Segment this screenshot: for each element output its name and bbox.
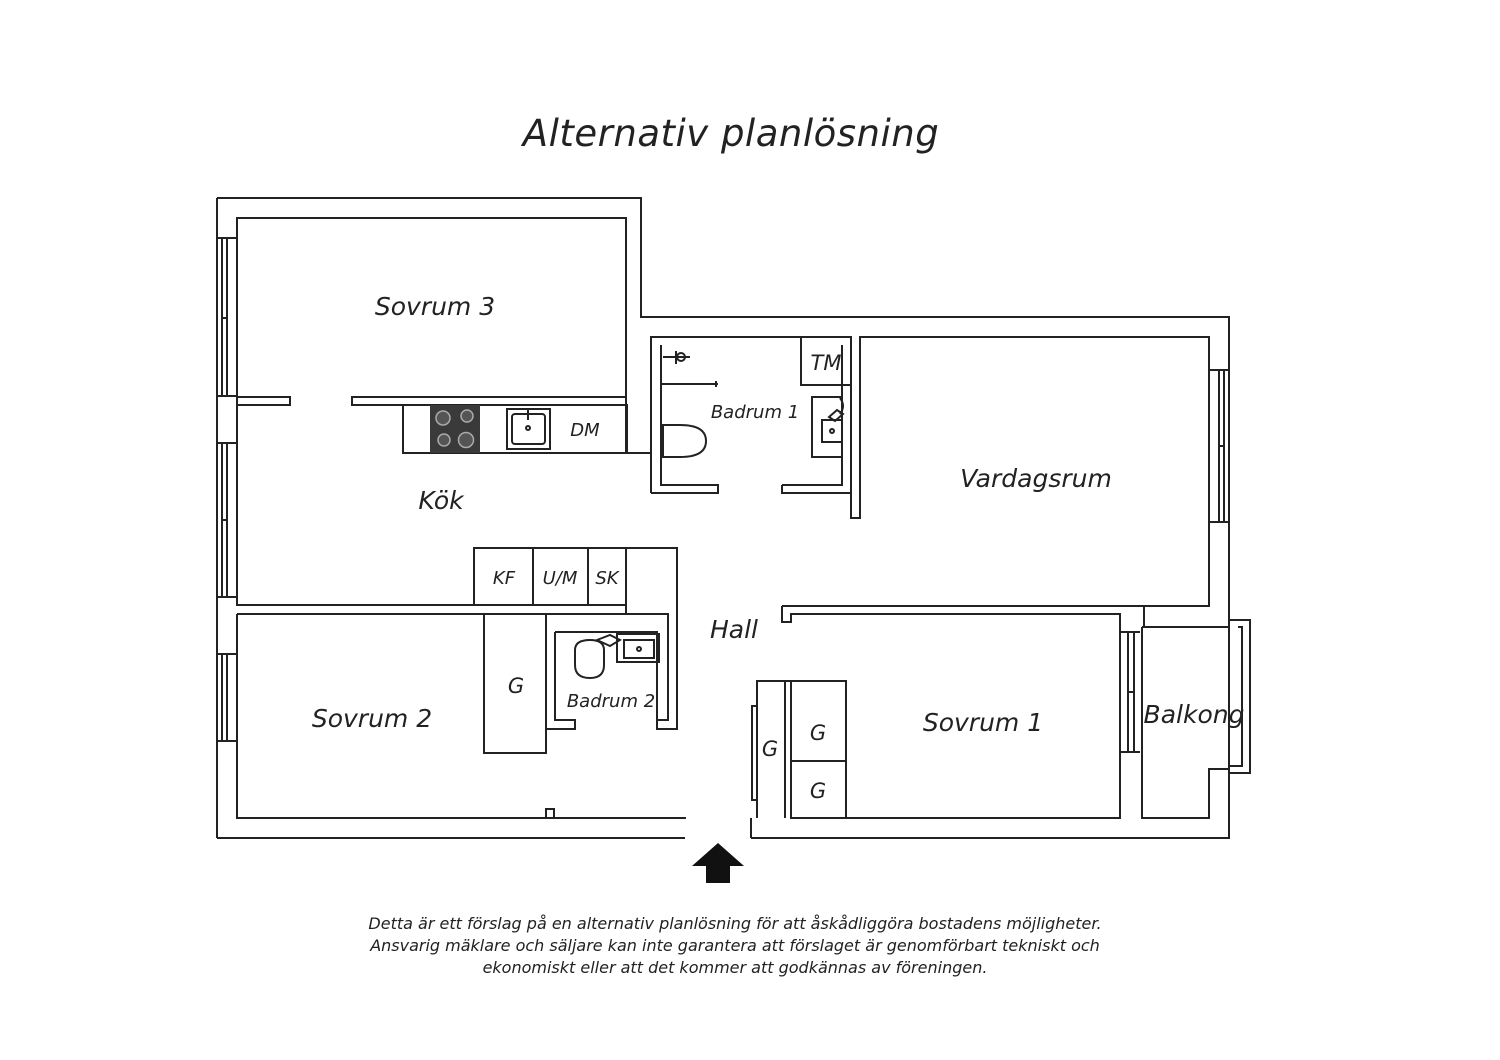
label-sovrum3: Sovrum 3: [375, 292, 495, 321]
label-g-sovrum1-top: G: [810, 721, 826, 745]
label-hall: Hall: [710, 615, 758, 644]
label-vardagsrum: Vardagsrum: [960, 464, 1112, 493]
disclaimer: Detta är ett förslag på en alternativ pl…: [330, 913, 1140, 979]
shower-badrum1: [661, 351, 718, 387]
windows: [217, 237, 1229, 801]
wardrobe-sovrum1-bottom: [790, 760, 847, 819]
walls: [216, 197, 1251, 839]
disclaimer-line-2: Ansvarig mäklare och säljare kan inte ga…: [370, 936, 1100, 955]
disclaimer-line-1: Detta är ett förslag på en alternativ pl…: [368, 914, 1102, 933]
label-badrum2: Badrum 2: [567, 691, 655, 712]
stove: [430, 405, 480, 453]
label-kf: KF: [493, 568, 516, 589]
kitchen-sink: [506, 408, 551, 450]
disclaimer-line-3: ekonomiskt eller att det kommer att godk…: [482, 958, 988, 977]
page-title: Alternativ planlösning: [522, 112, 940, 155]
label-sovrum2: Sovrum 2: [312, 704, 432, 733]
vardagsrum-walls: [850, 336, 1210, 607]
label-sovrum1: Sovrum 1: [923, 708, 1043, 737]
kok-walls: [236, 405, 484, 615]
label-sk: SK: [595, 568, 619, 589]
label-kok: Kök: [418, 486, 465, 515]
washbasin-badrum2: [616, 633, 660, 663]
kok-right-wall: [625, 397, 650, 454]
sk-unit: [587, 547, 627, 606]
toilet-badrum2: [574, 638, 605, 680]
badrum1-walls: [650, 336, 852, 494]
wardrobe-sovrum2: [483, 613, 547, 754]
toilet-badrum1: [662, 424, 708, 458]
balkong-walls: [1141, 619, 1251, 819]
washbasin-badrum1: [811, 396, 843, 458]
label-dm: DM: [570, 420, 600, 441]
label-g-sovrum1-bottom: G: [810, 779, 826, 803]
entrance-arrow-icon: [692, 843, 744, 883]
label-badrum1: Badrum 1: [711, 402, 799, 423]
label-um: U/M: [543, 568, 578, 589]
label-balkong: Balkong: [1144, 700, 1245, 729]
label-g-hall: G: [762, 737, 778, 761]
sovrum2-walls: [236, 614, 686, 819]
outer-wall: [217, 197, 1230, 839]
label-g-sovrum2: G: [508, 674, 524, 698]
label-tm: TM: [811, 351, 842, 375]
wardrobe-hall: [757, 680, 786, 818]
